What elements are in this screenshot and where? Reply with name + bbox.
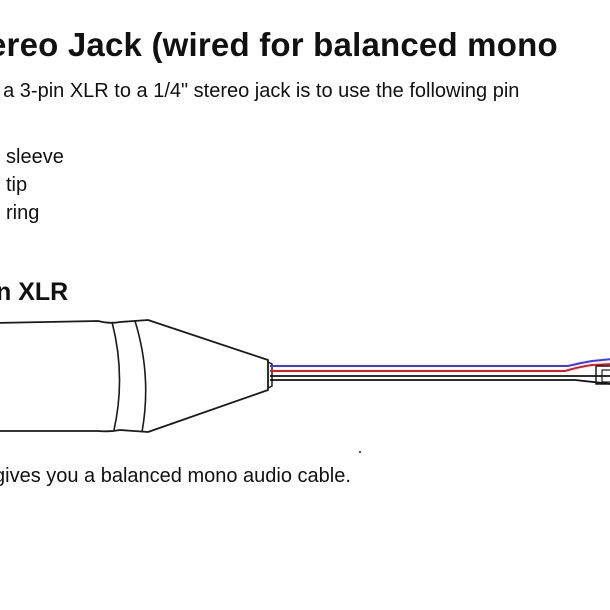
pin-mapping-list: sleeve tip ring [6, 143, 64, 227]
pin-item-ring: ring [6, 202, 40, 224]
summary-text: gives you a balanced mono audio cable. [0, 465, 351, 487]
diagram-title: ereo Jack (wired for balanced mono [0, 26, 558, 63]
xlr-body-outline [0, 319, 269, 433]
xlr-strain-relief [267, 361, 273, 389]
wire-blue [270, 358, 610, 367]
xlr-grip-ridge-1 [111, 321, 121, 431]
xlr-section-label: n XLR [0, 278, 69, 306]
pin-item-sleeve: sleeve [6, 146, 64, 168]
xlr-grip-ridge-2 [134, 320, 147, 433]
pin-item-tip: tip [6, 174, 28, 196]
wire-black-bottom [270, 379, 610, 385]
stray-dot [358, 450, 362, 454]
jack-sleeve-block [601, 369, 610, 383]
intro-text: t a 3-pin XLR to a 1/4" stereo jack is t… [0, 80, 520, 102]
wire-red [270, 363, 610, 372]
jack-connector [595, 365, 610, 385]
